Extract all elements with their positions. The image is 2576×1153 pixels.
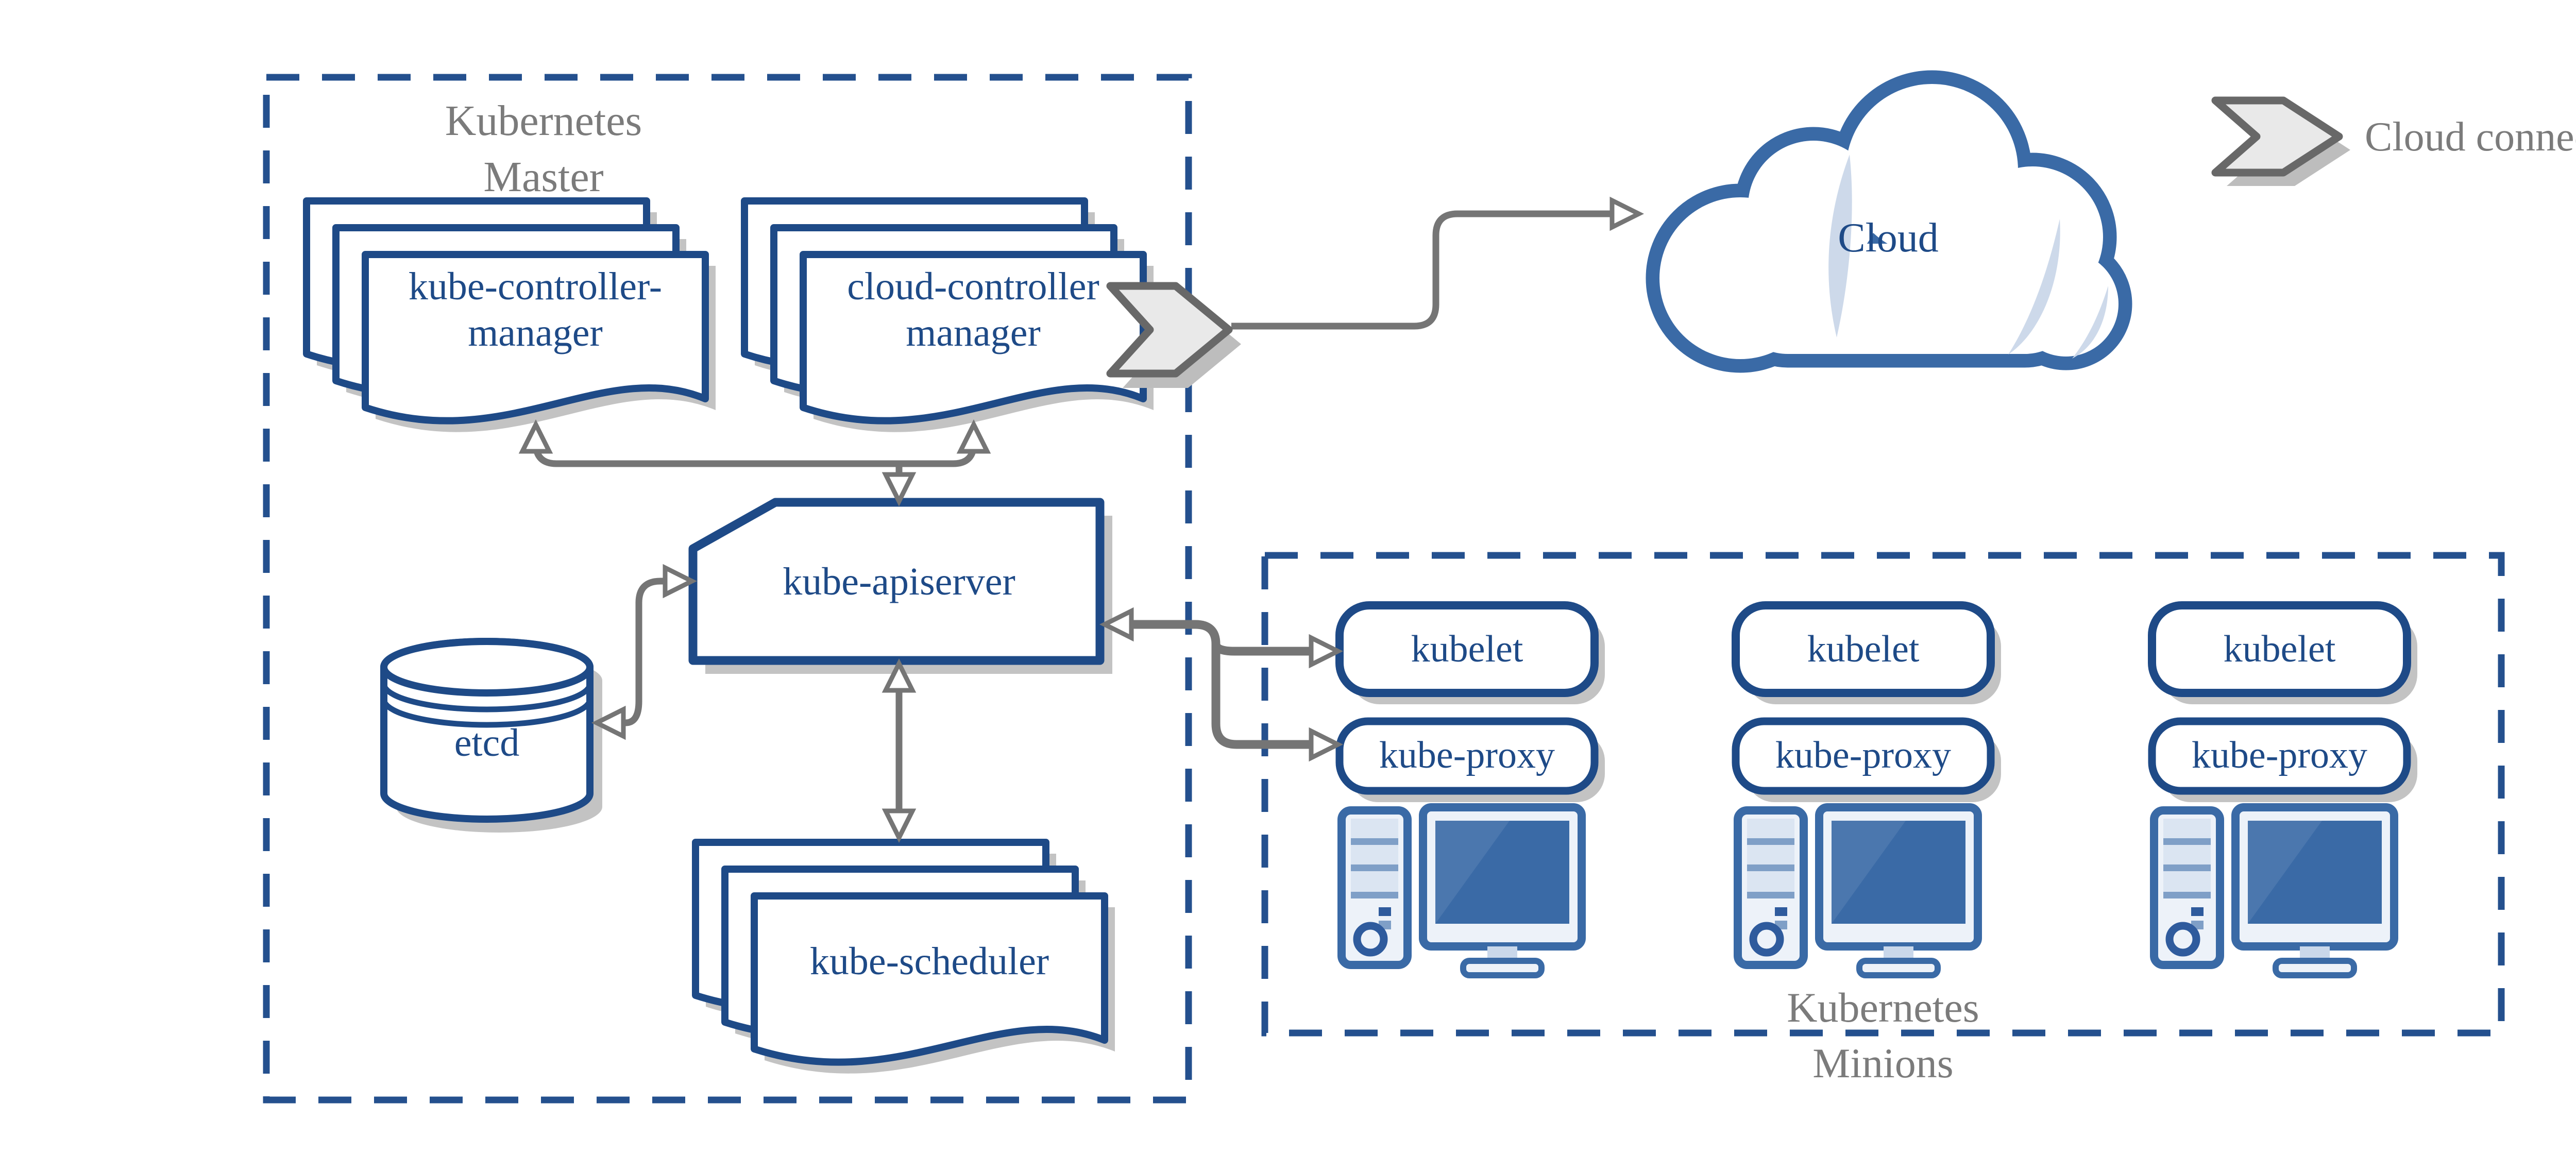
arrowheads-etcd <box>591 564 698 740</box>
kube-proxy-shape <box>1335 717 1605 802</box>
cloud-shape <box>1646 70 2132 373</box>
kube-apiserver-shape <box>688 498 1112 674</box>
legend-chevron-icon <box>2211 96 2350 186</box>
kube-controller-manager-shape <box>303 197 716 432</box>
kube-scheduler-shape <box>692 839 1115 1074</box>
arrow-controllers-apiserver <box>532 443 977 473</box>
arrow-apiserver-minions <box>1131 620 1310 749</box>
computer-icon <box>2154 807 2394 975</box>
arrowheads-minions <box>1099 607 1344 762</box>
kubelet-shape <box>2148 601 2417 704</box>
cloud-highlight-crescents <box>1828 155 2108 359</box>
minions-boundary <box>1261 552 2505 1037</box>
arrow-apiserver-etcd <box>625 578 666 726</box>
arrow-connector-cloud <box>1231 210 1611 330</box>
computer-icon <box>1738 807 1978 975</box>
cloud-controller-manager-shape <box>741 197 1154 432</box>
kube-proxy-shape <box>1732 717 2001 802</box>
arrowheads-controllers <box>518 419 991 507</box>
kubelet-shape <box>1335 601 1605 704</box>
master-boundary <box>263 74 1192 1104</box>
cloud-connector-chevron <box>1106 282 1241 388</box>
computer-icon <box>1342 807 1582 975</box>
arrowhead-cloud <box>1609 196 1645 231</box>
etcd-shape <box>380 638 602 833</box>
arrowheads-scheduler <box>882 658 917 843</box>
kube-proxy-shape <box>2148 717 2417 802</box>
kubelet-shape <box>1732 601 2001 704</box>
